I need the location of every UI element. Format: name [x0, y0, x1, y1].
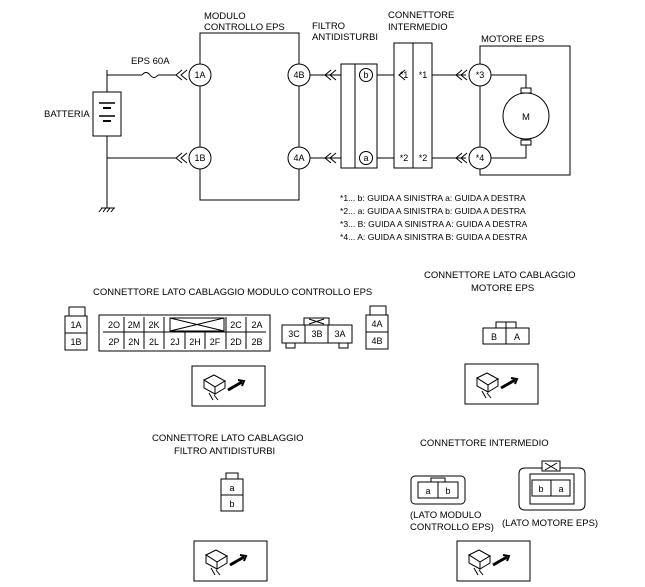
motor-letter: M [522, 112, 530, 123]
connector-arrow-1A [175, 69, 188, 81]
connector-arrow-s4 [455, 152, 468, 164]
connector-arrow-4A [324, 152, 337, 164]
fuse-symbol [141, 72, 159, 78]
pin-inter-left-b: b [445, 486, 450, 496]
pin-2J: 2J [170, 337, 180, 347]
pin-1B-cell: 1B [70, 337, 81, 347]
fuse-label: EPS 60A [131, 56, 170, 67]
pin-2B: 2B [251, 337, 262, 347]
pin-4A-label: 4A [293, 153, 304, 163]
connector-view-icon-intermediate [456, 540, 531, 582]
pin-1A-cell: 1A [70, 320, 81, 330]
pin-2D: 2D [230, 337, 242, 347]
pin-1B-label: 1B [194, 153, 205, 163]
pin-2L: 2L [149, 337, 159, 347]
pin-inter-right-a: a [558, 484, 563, 494]
pin-s2-left: *2 [400, 153, 409, 163]
intermediate-connector-title: CONNETTORE INTERMEDIO [420, 438, 549, 449]
pin-1A-label: 1A [194, 70, 205, 80]
filter-title-line1: FILTRO [312, 21, 345, 32]
connector-arrow-s1 [398, 69, 406, 81]
pin-2F: 2F [210, 337, 221, 347]
motor-connector-title-line1: CONNETTORE LATO CABLAGGIO [424, 270, 576, 281]
intermediate-left-block [393, 42, 414, 169]
pin-3A: 3A [334, 329, 345, 339]
pin-s2-right: *2 [419, 153, 428, 163]
motor-connector-title-line2: MOTORE EPS [471, 283, 534, 294]
filter-title-line2: ANTIDISTURBI [312, 32, 378, 43]
intermediate-right-block [412, 42, 433, 169]
note-4: *4... A: GUIDA A SINISTRA B: GUIDA A DES… [340, 232, 527, 242]
pin-b-label: b [363, 70, 368, 80]
pin-motor-B: B [491, 332, 497, 342]
connector-mid [281, 317, 353, 349]
connector-small-right [365, 305, 389, 350]
motor-title: MOTORE EPS [481, 34, 544, 45]
connector-intermediate-left [410, 475, 466, 505]
filter-connector-title-line1: CONNETTORE LATO CABLAGGIO [152, 433, 304, 444]
pin-4B-cell: 4B [371, 336, 382, 346]
pin-3B: 3B [311, 329, 322, 339]
connector-main [98, 314, 271, 352]
pin-2A: 2A [251, 320, 262, 330]
pin-2H: 2H [189, 337, 201, 347]
battery-symbol [92, 70, 122, 208]
pin-3C: 3C [288, 329, 300, 339]
pin-1B-circle [188, 146, 212, 170]
connector-view-icon [191, 365, 266, 407]
pin-inter-right-b: b [538, 484, 543, 494]
connector-arrow-s3 [455, 69, 468, 81]
connector-intermediate-right [518, 460, 586, 511]
module-box [199, 32, 300, 201]
module-title-line2: CONTROLLO EPS [204, 22, 285, 33]
module-connector-title: CONNETTORE LATO CABLAGGIO MODULO CONTROL… [93, 287, 372, 298]
note-2: *2... a: GUIDA A SINISTRA b: GUIDA A DES… [340, 206, 526, 216]
note-3: *3... B: GUIDA A SINISTRA A: GUIDA A DES… [340, 219, 527, 229]
filter-connector [354, 63, 378, 169]
connector-motor [482, 321, 530, 345]
pin-s1-right: *1 [419, 70, 428, 80]
ground-symbol [98, 207, 115, 213]
pin-filter-a: a [229, 483, 234, 493]
pin-2N: 2N [128, 337, 140, 347]
pin-b-circle [359, 68, 373, 82]
pin-1A-circle [188, 63, 212, 87]
pin-motor-A: A [514, 332, 520, 342]
pin-a-label: a [363, 153, 368, 163]
pin-4B-label: 4B [293, 70, 304, 80]
pin-s1-left: *1 [400, 70, 409, 80]
pin-2M: 2M [128, 320, 141, 330]
filter-box [340, 63, 356, 169]
pin-2K: 2K [148, 320, 159, 330]
pin-s4-label: *4 [476, 153, 485, 163]
connector-small-left [64, 306, 88, 351]
motor-symbol [502, 92, 550, 140]
motor-box [479, 45, 571, 176]
inter-title-line1: CONNETTORE [388, 10, 454, 21]
battery-label: BATTERIA [44, 109, 90, 120]
inter-title-line2: INTERMEDIO [388, 22, 448, 33]
module-title-line1: MODULO [204, 11, 246, 22]
inter-left-caption-line2: CONTROLLO EPS) [410, 522, 494, 533]
connector-view-icon-filter [193, 540, 268, 582]
pin-2C: 2C [230, 320, 242, 330]
pin-2O: 2O [108, 320, 120, 330]
connector-arrow-4B [324, 69, 337, 81]
note-1: *1... b: GUIDA A SINISTRA a: GUIDA A DES… [340, 193, 526, 203]
pin-a-circle [359, 151, 373, 165]
connector-view-icon-motor [464, 363, 539, 405]
filter-connector-title-line2: FILTRO ANTIDISTURBI [174, 446, 275, 457]
connector-filter [220, 472, 244, 512]
pin-s3-label: *3 [476, 70, 485, 80]
pin-inter-left-a: a [425, 486, 430, 496]
inter-left-caption-line1: (LATO MODULO [410, 510, 481, 521]
connector-arrow-1B [175, 152, 188, 164]
pin-filter-b: b [229, 499, 234, 509]
pin-4A-cell: 4A [371, 319, 382, 329]
pin-2P: 2P [108, 337, 119, 347]
inter-right-caption: (LATO MOTORE EPS) [502, 518, 598, 529]
